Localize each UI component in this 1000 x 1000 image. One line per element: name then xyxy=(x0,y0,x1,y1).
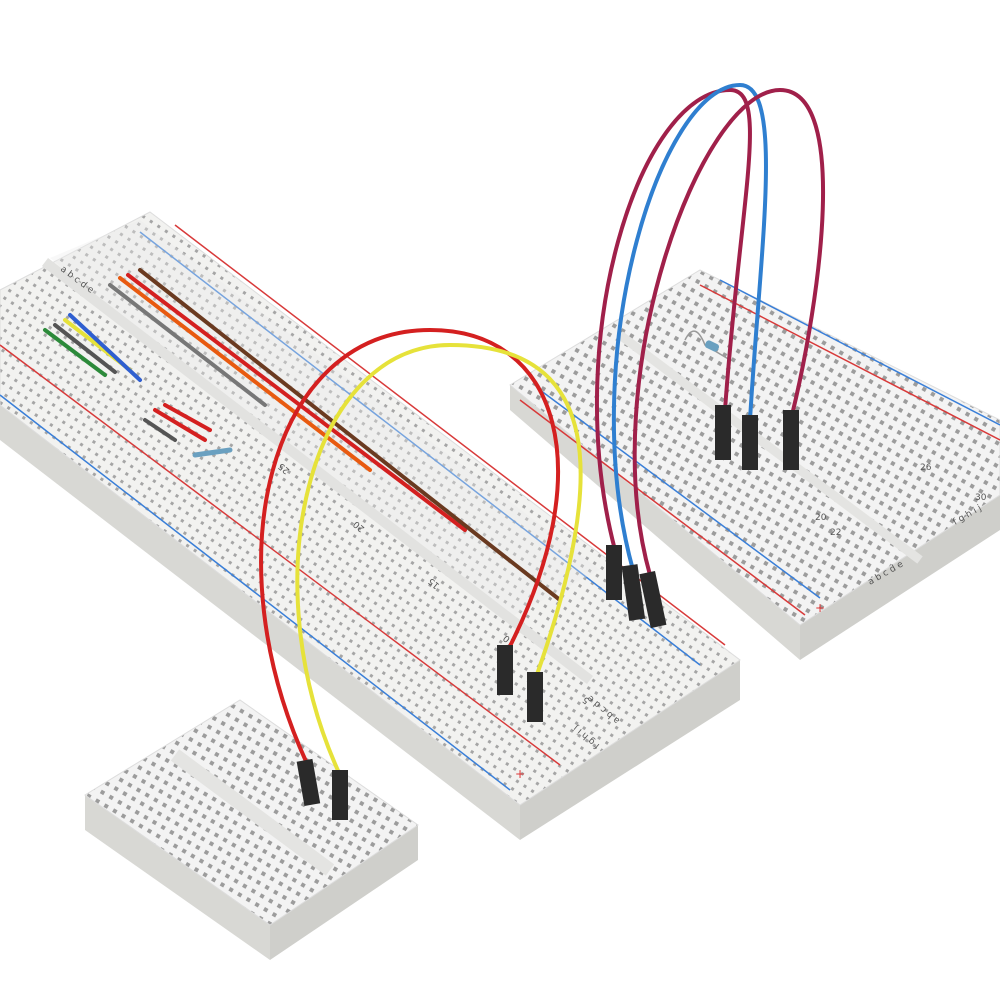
column-number: 5 xyxy=(581,694,592,705)
large-breadboard: a b c d e a b c d e f g h i j 5 10 15 20… xyxy=(0,211,741,840)
column-number: 26 xyxy=(920,463,932,473)
rail-blue-line xyxy=(0,394,511,791)
plus-marker: + xyxy=(515,767,525,781)
short-jumper-wires xyxy=(43,268,562,602)
wire-connectors xyxy=(296,405,799,820)
resistor xyxy=(704,340,720,352)
plus-marker: + xyxy=(815,601,825,615)
wire-red xyxy=(259,327,561,772)
wire-blue xyxy=(611,82,768,572)
column-number: 20 xyxy=(815,513,827,523)
rail-red-line xyxy=(0,344,561,766)
wire-yellow xyxy=(295,342,583,777)
column-number: 30 xyxy=(975,493,987,503)
mini-breadboard xyxy=(84,699,419,960)
column-number: 22 xyxy=(830,528,841,538)
wire-maroon-2 xyxy=(632,87,825,577)
dupont-wires xyxy=(259,82,825,777)
